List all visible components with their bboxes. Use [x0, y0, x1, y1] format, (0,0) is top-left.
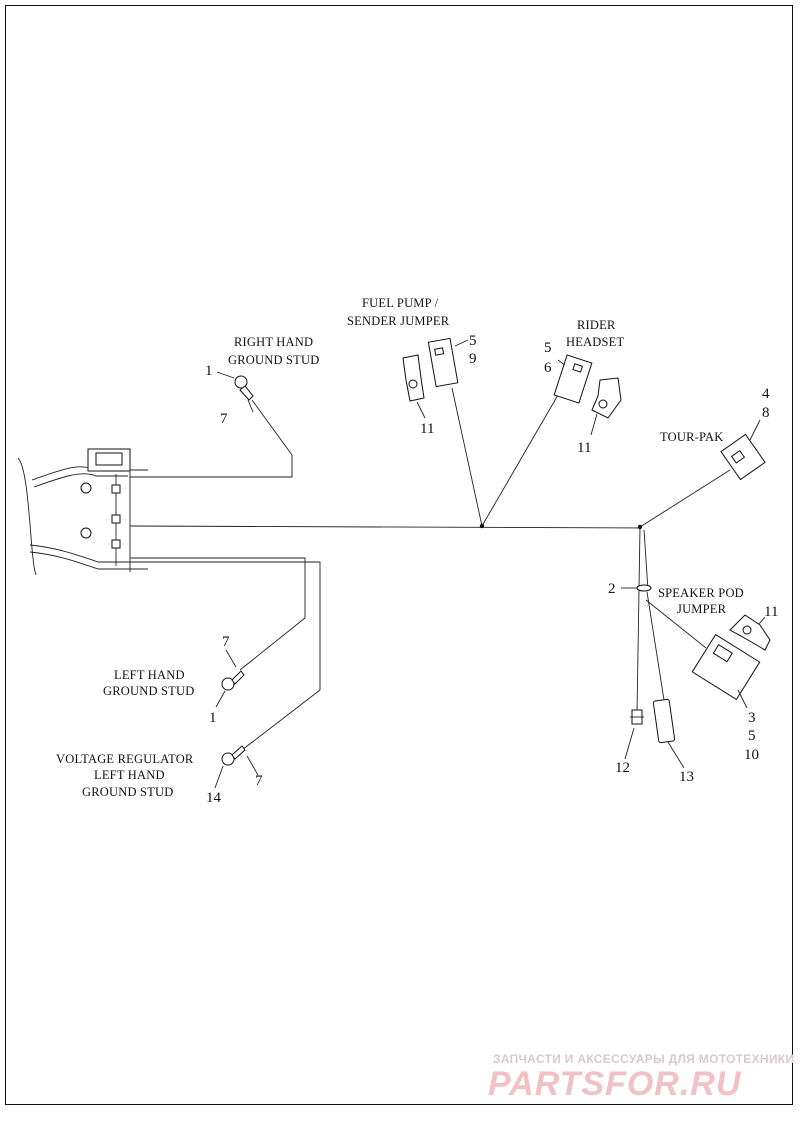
label-line: GROUND STUD	[228, 353, 319, 367]
label-line: RIGHT HAND	[234, 335, 313, 349]
callout-number: 10	[744, 747, 759, 763]
watermark-tagline: ЗАПЧАСТИ И АКСЕССУАРЫ ДЛЯ МОТОТЕХНИКИ	[493, 1052, 794, 1066]
label-line: SPEAKER POD	[658, 586, 744, 600]
callout-number: 7	[220, 411, 228, 427]
label-rider-headset: RIDER HEADSET	[566, 318, 625, 349]
label-fuel-pump-jumper: FUEL PUMP / SENDER JUMPER	[347, 296, 450, 328]
callout-number: 14	[206, 790, 222, 806]
callout-number: 12	[615, 760, 630, 776]
callout-number: 3	[748, 710, 756, 726]
bulb-socket-icon	[630, 709, 644, 725]
fuel-pump-connector-icon	[427, 337, 459, 388]
callout-number: 8	[762, 405, 770, 421]
callout-number: 4	[762, 386, 770, 402]
label-line: TOUR-PAK	[660, 430, 723, 444]
speaker-pod-connector-icon	[691, 633, 761, 701]
label-speaker-pod-jumper: SPEAKER POD JUMPER	[658, 586, 744, 616]
label-line: HEADSET	[566, 335, 625, 349]
callout-number: 2	[608, 581, 616, 597]
splice-point	[479, 523, 485, 529]
drawing-frame	[5, 5, 793, 1105]
frame-bracket	[17, 448, 148, 576]
splice-point	[637, 524, 643, 530]
callout-number: 5	[469, 333, 477, 349]
callout-number: 13	[679, 769, 694, 785]
fuse-holder-icon	[652, 698, 676, 744]
vr-ring-terminal-icon	[221, 745, 246, 766]
label-line: GROUND STUD	[103, 684, 194, 698]
callout-number: 6	[544, 360, 552, 376]
callout-number: 1	[209, 710, 217, 726]
rider-headset-connector-icon	[553, 354, 593, 404]
callout-number: 7	[255, 773, 263, 789]
cable-clamp-icon	[636, 584, 652, 592]
lh-ring-terminal-icon	[221, 670, 245, 691]
label-voltage-regulator: VOLTAGE REGULATOR LEFT HAND GROUND STUD	[56, 752, 194, 799]
callout-number: 11	[577, 440, 591, 456]
label-line: LEFT HAND	[94, 768, 165, 782]
watermark: ЗАПЧАСТИ И АКСЕССУАРЫ ДЛЯ МОТОТЕХНИКИ PA…	[488, 1052, 794, 1103]
label-line: SENDER JUMPER	[347, 314, 450, 328]
leader-lines	[214, 339, 766, 789]
label-right-hand-ground-stud: RIGHT HAND GROUND STUD	[228, 335, 319, 367]
callout-number: 11	[420, 421, 434, 437]
speaker-pod-terminal-clip-icon	[729, 614, 771, 651]
callout-number: 5	[748, 728, 756, 744]
callout-number: 5	[544, 340, 552, 356]
callout-number: 7	[222, 634, 230, 650]
fuel-pump-terminal-clip-icon	[402, 354, 425, 402]
label-left-hand-ground-stud: LEFT HAND GROUND STUD	[103, 668, 194, 698]
callout-number: 9	[469, 351, 477, 367]
label-line: RIDER	[577, 318, 616, 332]
callout-number: 11	[764, 604, 778, 620]
label-tour-pak: TOUR-PAK	[660, 430, 723, 444]
label-line: VOLTAGE REGULATOR	[56, 752, 194, 766]
tour-pak-connector-icon	[720, 433, 766, 481]
watermark-logo: PARTSFOR.RU	[488, 1065, 742, 1103]
label-line: FUEL PUMP /	[362, 296, 439, 310]
label-line: LEFT HAND	[114, 668, 185, 682]
rider-headset-terminal-clip-icon	[591, 377, 622, 419]
harness-wires	[129, 387, 731, 751]
callout-numbers: 1 7 5 9 11 5 6 11 4 8 2 11 3 5 10 12 13 …	[205, 333, 778, 806]
rh-ring-terminal-icon	[234, 375, 254, 401]
callout-number: 1	[205, 363, 213, 379]
label-line: GROUND STUD	[82, 785, 173, 799]
label-line: JUMPER	[677, 602, 727, 616]
